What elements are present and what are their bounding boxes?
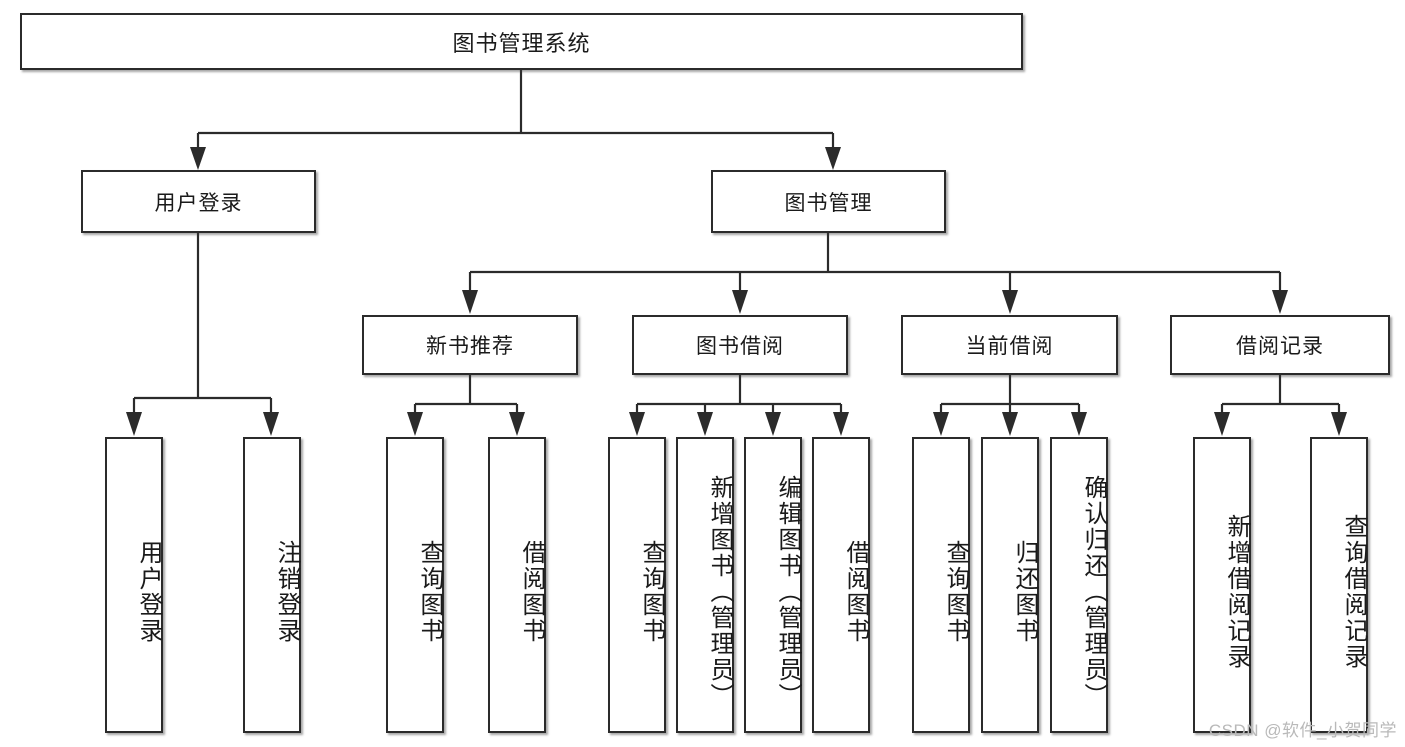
leaf-query-books-recommend[interactable]: 查询图书 <box>386 437 444 733</box>
leaf-borrow-books-recommend[interactable]: 借阅图书 <box>488 437 546 733</box>
node-user-login[interactable]: 用户登录 <box>81 170 316 233</box>
node-book-management[interactable]: 图书管理 <box>711 170 946 233</box>
leaf-add-book-admin[interactable]: 新增图书（管理员） <box>676 437 734 733</box>
node-book-borrowing[interactable]: 图书借阅 <box>632 315 848 375</box>
node-current-borrowing[interactable]: 当前借阅 <box>901 315 1118 375</box>
node-new-book-recommendation[interactable]: 新书推荐 <box>362 315 578 375</box>
leaf-query-books-current[interactable]: 查询图书 <box>912 437 970 733</box>
node-root-library-management-system[interactable]: 图书管理系统 <box>20 13 1023 70</box>
leaf-borrow-book[interactable]: 借阅图书 <box>812 437 870 733</box>
csdn-watermark: CSDN @软件_小贺同学 <box>1208 721 1397 740</box>
leaf-edit-book-admin[interactable]: 编辑图书（管理员） <box>744 437 802 733</box>
leaf-logout[interactable]: 注销登录 <box>243 437 301 733</box>
leaf-user-login[interactable]: 用户登录 <box>105 437 163 733</box>
leaf-return-book[interactable]: 归还图书 <box>981 437 1039 733</box>
leaf-query-borrow-record[interactable]: 查询借阅记录 <box>1310 437 1368 733</box>
leaf-query-books-borrow[interactable]: 查询图书 <box>608 437 666 733</box>
node-borrowing-records[interactable]: 借阅记录 <box>1170 315 1390 375</box>
leaf-add-borrow-record[interactable]: 新增借阅记录 <box>1193 437 1251 733</box>
leaf-confirm-return-admin[interactable]: 确认归还（管理员） <box>1050 437 1108 733</box>
